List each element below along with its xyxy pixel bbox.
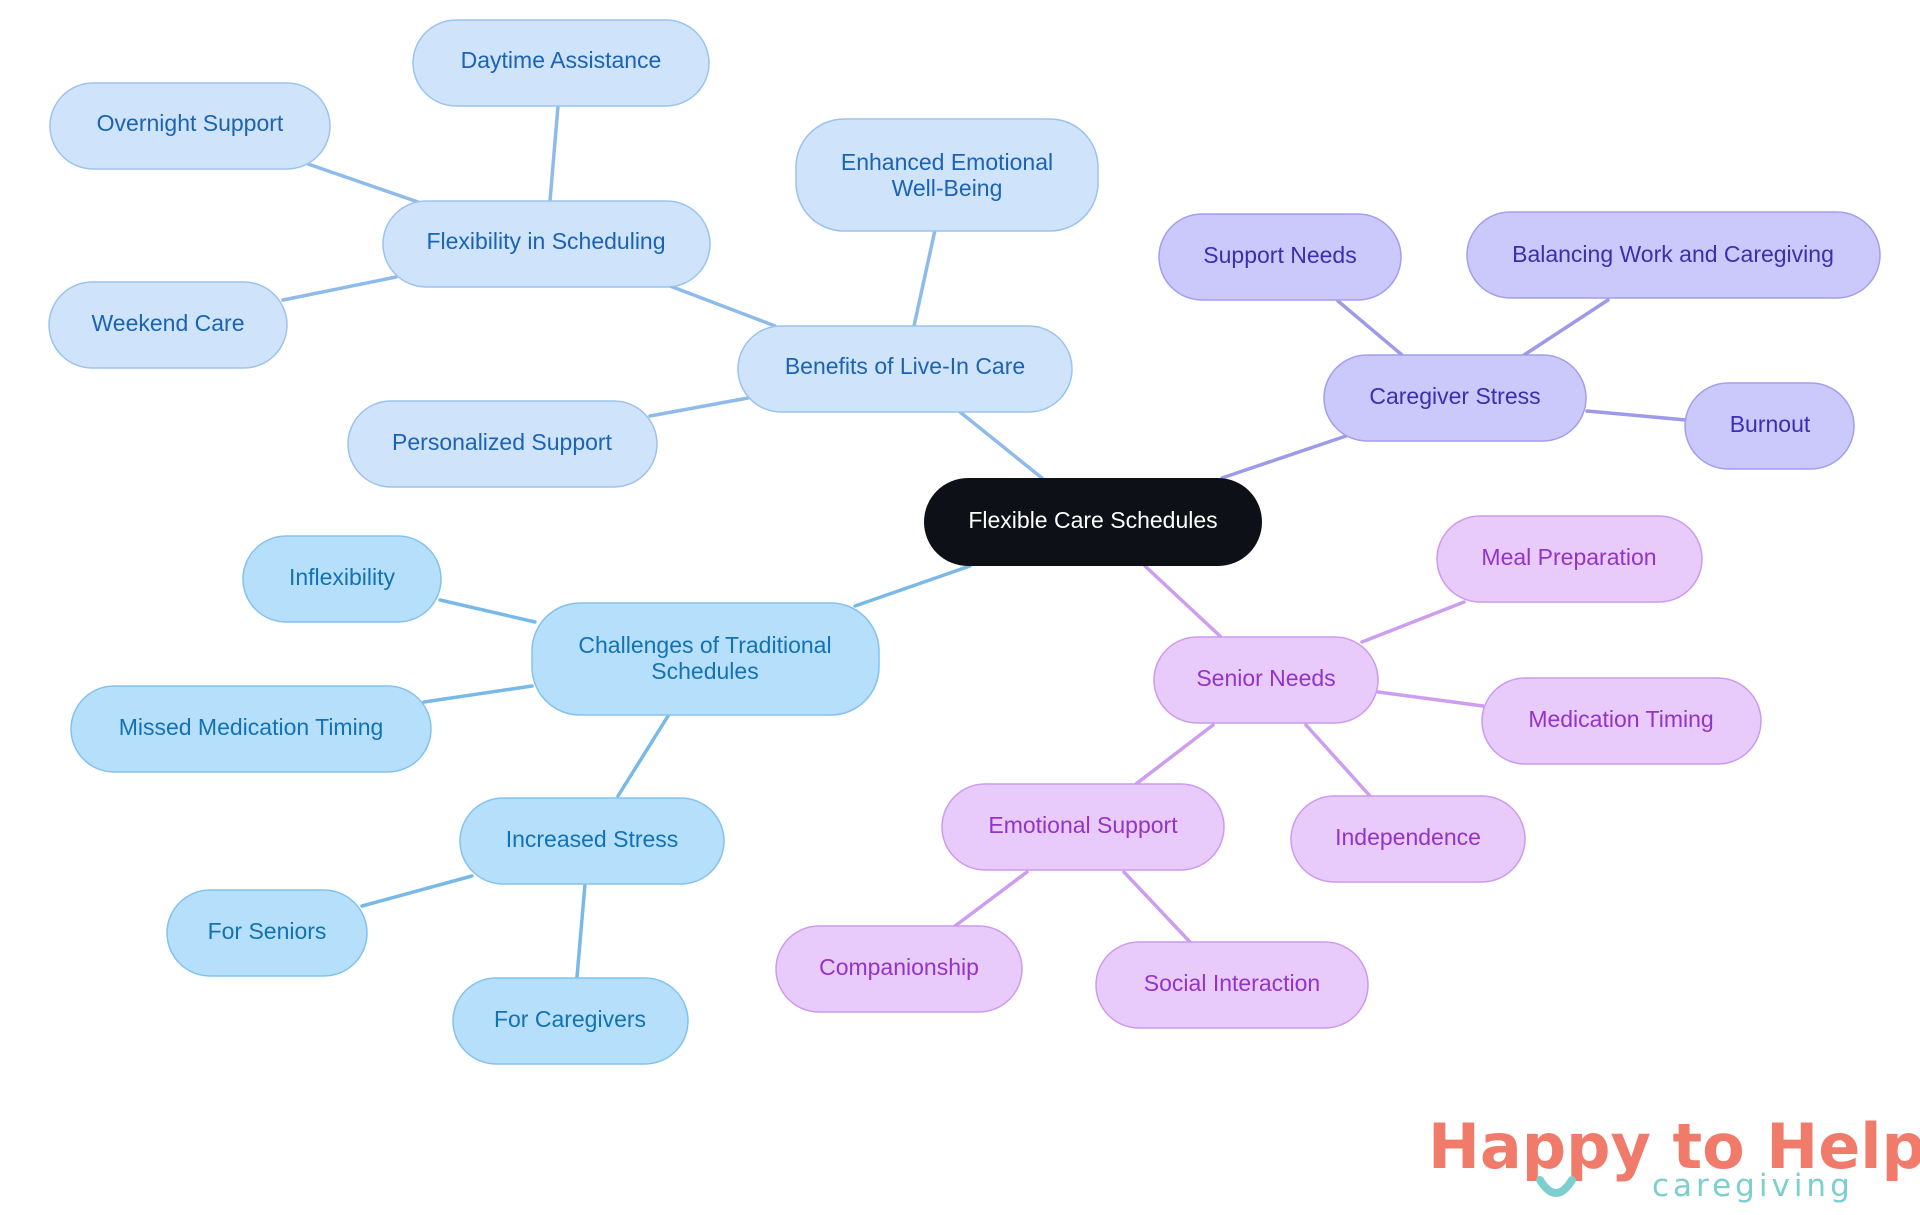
edge-stress-caregivers bbox=[575, 882, 587, 979]
for-seniors-node-label: For Seniors bbox=[208, 918, 327, 944]
personalized-node[interactable]: Personalized Support bbox=[347, 400, 658, 488]
edge-senior-medication bbox=[1376, 690, 1485, 708]
meal-node[interactable]: Meal Preparation bbox=[1436, 515, 1703, 603]
edge-root-challenges bbox=[853, 564, 972, 608]
medication-timing-node-label: Medication Timing bbox=[1528, 706, 1713, 732]
edge-benefits-emotional bbox=[912, 228, 937, 328]
independence-node[interactable]: Independence bbox=[1290, 795, 1526, 883]
inflexibility-node-label: Inflexibility bbox=[289, 564, 396, 590]
emotional-wellbeing-line-2: Well-Being bbox=[892, 175, 1003, 201]
logo-smile-icon bbox=[1536, 1176, 1576, 1197]
happy-to-help-logo: Happy to Help caregiving bbox=[1428, 1110, 1920, 1204]
flexibility-node[interactable]: Flexibility in Scheduling bbox=[382, 200, 711, 288]
challenges-node-line-1: Challenges of Traditional bbox=[578, 632, 831, 658]
edge-challenges-missed bbox=[422, 684, 534, 704]
edge-benefits-personalized bbox=[648, 396, 750, 418]
root-node-label: Flexible Care Schedules bbox=[968, 507, 1217, 533]
meal-node-label: Meal Preparation bbox=[1481, 544, 1656, 570]
edge-benefits-flexibility bbox=[668, 284, 777, 328]
companionship-node-label: Companionship bbox=[819, 954, 979, 980]
logo-subtitle: caregiving bbox=[1652, 1168, 1854, 1204]
inflexibility-node[interactable]: Inflexibility bbox=[242, 535, 442, 623]
balancing-node[interactable]: Balancing Work and Caregiving bbox=[1466, 211, 1881, 299]
medication-timing-node[interactable]: Medication Timing bbox=[1481, 677, 1762, 765]
benefits-node-label: Benefits of Live-In Care bbox=[785, 353, 1025, 379]
challenges-node-line-2: Schedules bbox=[651, 658, 758, 684]
logo-title: Happy to Help bbox=[1428, 1110, 1920, 1183]
overnight-node-label: Overnight Support bbox=[97, 110, 284, 136]
edge-challenges-stress bbox=[616, 714, 670, 798]
weekend-node[interactable]: Weekend Care bbox=[48, 281, 288, 369]
caregiver-stress-node-label: Caregiver Stress bbox=[1369, 383, 1540, 409]
personalized-node-label: Personalized Support bbox=[392, 429, 613, 455]
companionship-node[interactable]: Companionship bbox=[775, 925, 1023, 1013]
increased-stress-node-label: Increased Stress bbox=[506, 826, 679, 852]
senior-needs-node-label: Senior Needs bbox=[1196, 665, 1335, 691]
edge-emotional-social bbox=[1122, 870, 1192, 944]
weekend-node-label: Weekend Care bbox=[92, 310, 245, 336]
social-interaction-node[interactable]: Social Interaction bbox=[1095, 941, 1369, 1029]
daytime-node[interactable]: Daytime Assistance bbox=[412, 19, 710, 107]
burnout-node-label: Burnout bbox=[1730, 411, 1811, 437]
increased-stress-node[interactable]: Increased Stress bbox=[459, 797, 725, 885]
senior-needs-node[interactable]: Senior Needs bbox=[1153, 636, 1379, 724]
burnout-node[interactable]: Burnout bbox=[1684, 382, 1855, 470]
daytime-node-label: Daytime Assistance bbox=[461, 47, 662, 73]
balancing-node-label: Balancing Work and Caregiving bbox=[1512, 241, 1834, 267]
caregiver-stress-node[interactable]: Caregiver Stress bbox=[1323, 354, 1587, 442]
missed-medication-node[interactable]: Missed Medication Timing bbox=[70, 685, 432, 773]
edge-flexibility-daytime bbox=[548, 104, 560, 203]
edge-root-senior bbox=[1143, 564, 1222, 638]
edge-flexibility-weekend bbox=[281, 275, 398, 302]
social-interaction-node-label: Social Interaction bbox=[1144, 970, 1320, 996]
benefits-node[interactable]: Benefits of Live-In Care bbox=[737, 325, 1073, 413]
emotional-support-node-label: Emotional Support bbox=[988, 812, 1178, 838]
independence-node-label: Independence bbox=[1335, 824, 1481, 850]
support-needs-node-label: Support Needs bbox=[1203, 242, 1356, 268]
for-caregivers-node-label: For Caregivers bbox=[494, 1006, 646, 1032]
for-caregivers-node[interactable]: For Caregivers bbox=[452, 977, 689, 1065]
edge-senior-meal bbox=[1360, 600, 1466, 644]
emotional-wellbeing-node[interactable]: Enhanced Emotional Well-Being bbox=[795, 118, 1099, 232]
edge-root-caregiver bbox=[1220, 434, 1348, 480]
flexibility-node-label: Flexibility in Scheduling bbox=[426, 228, 665, 254]
emotional-support-node[interactable]: Emotional Support bbox=[941, 783, 1225, 871]
for-seniors-node[interactable]: For Seniors bbox=[166, 889, 368, 977]
edge-emotional-companionship bbox=[953, 870, 1029, 928]
edge-flexibility-overnight bbox=[306, 162, 420, 204]
support-needs-node[interactable]: Support Needs bbox=[1158, 213, 1402, 301]
root-node[interactable]: Flexible Care Schedules bbox=[924, 478, 1262, 566]
overnight-node[interactable]: Overnight Support bbox=[49, 82, 331, 170]
edge-stress-seniors bbox=[360, 874, 474, 908]
edge-caregiver-balancing bbox=[1522, 298, 1610, 357]
edge-senior-independence bbox=[1304, 723, 1372, 798]
edge-caregiver-support bbox=[1336, 299, 1404, 357]
edge-caregiver-burnout bbox=[1585, 409, 1688, 422]
edge-challenges-inflexibility bbox=[438, 598, 537, 624]
edge-root-benefits bbox=[958, 410, 1044, 480]
challenges-node[interactable]: Challenges of Traditional Schedules bbox=[531, 602, 880, 716]
emotional-wellbeing-line-1: Enhanced Emotional bbox=[841, 149, 1053, 175]
edge-senior-emotional bbox=[1134, 723, 1215, 786]
missed-medication-node-label: Missed Medication Timing bbox=[119, 714, 384, 740]
